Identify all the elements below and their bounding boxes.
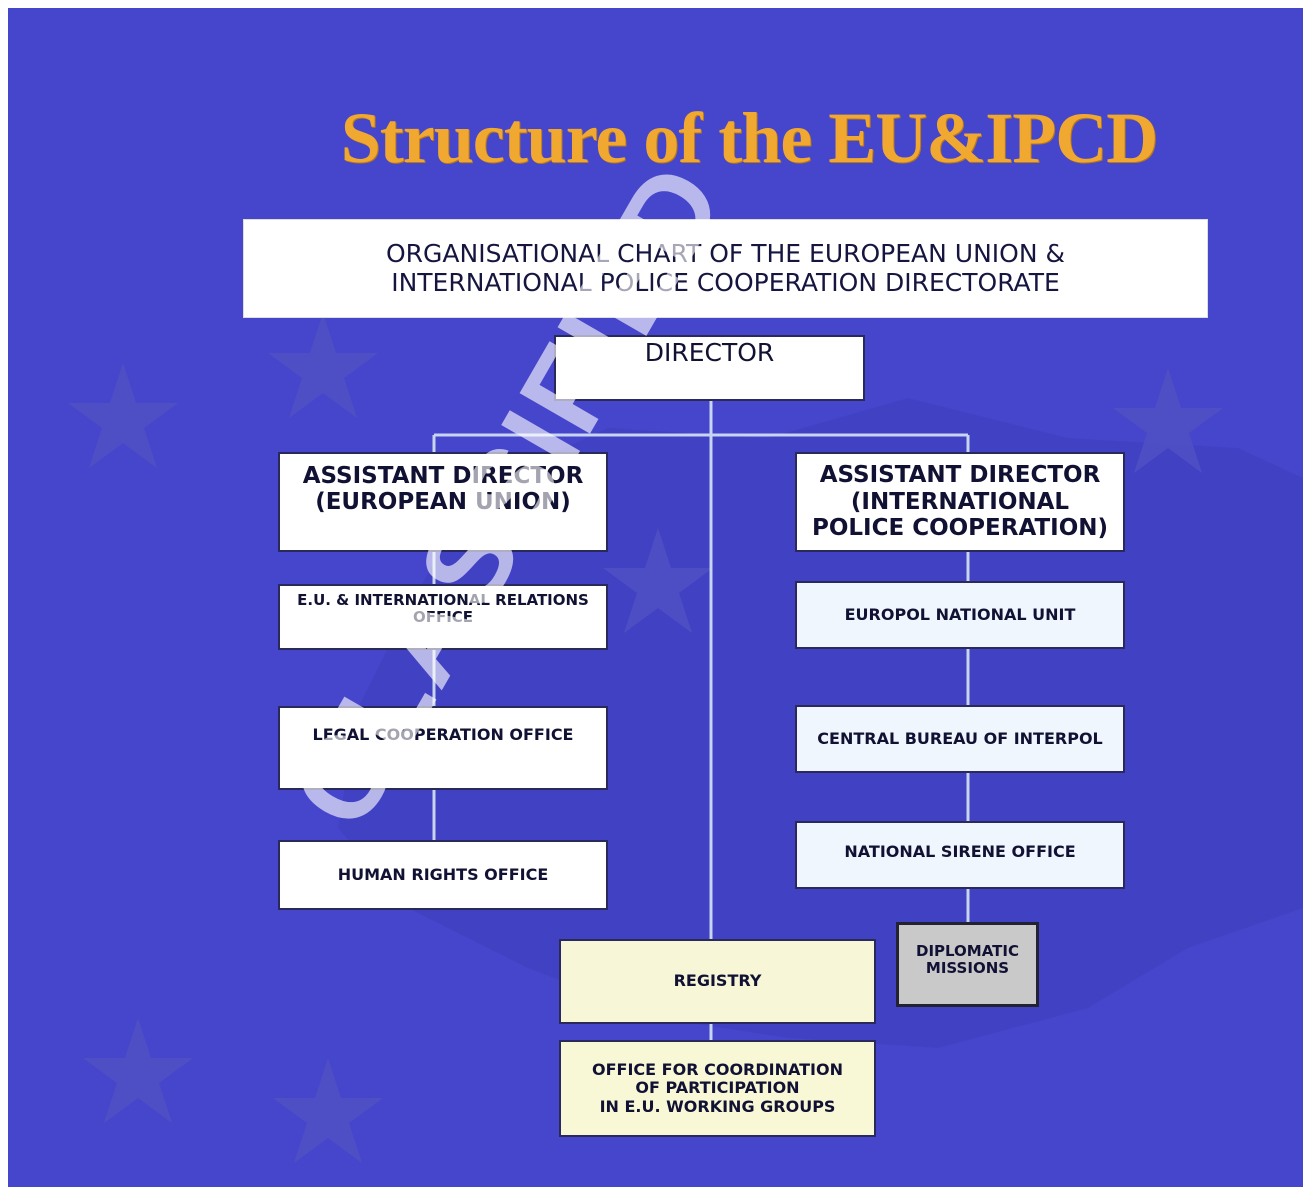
star-icon: [1113, 368, 1223, 473]
star-icon: [268, 313, 378, 418]
coordination-office-box: OFFICE FOR COORDINATION OF PARTICIPATION…: [559, 1040, 876, 1137]
registry-box: REGISTRY: [559, 939, 876, 1024]
europol-national-unit-box: EUROPOL NATIONAL UNIT: [795, 581, 1125, 649]
director-label: DIRECTOR: [644, 338, 775, 367]
coordination-office-label: OFFICE FOR COORDINATION OF PARTICIPATION…: [592, 1059, 843, 1116]
diplomatic-missions-box: DIPLOMATIC MISSIONS: [896, 922, 1039, 1007]
central-bureau-interpol-label: CENTRAL BUREAU OF INTERPOL: [817, 728, 1103, 748]
chart-header-box: ORGANISATIONAL CHART OF THE EUROPEAN UNI…: [243, 219, 1208, 318]
registry-label: REGISTRY: [673, 971, 762, 991]
slide: Structure of the EU&IPCD ORGANISATIONAL …: [8, 8, 1303, 1187]
legal-cooperation-office-box: LEGAL COOPERATION OFFICE: [278, 706, 608, 790]
star-icon: [603, 528, 713, 633]
director-box: DIRECTOR: [554, 335, 865, 401]
national-sirene-office-label: NATIONAL SIRENE OFFICE: [844, 842, 1076, 861]
assistant-director-eu-box: ASSISTANT DIRECTOR (EUROPEAN UNION): [278, 452, 608, 552]
central-bureau-interpol-box: CENTRAL BUREAU OF INTERPOL: [795, 705, 1125, 773]
chart-header-text: ORGANISATIONAL CHART OF THE EUROPEAN UNI…: [386, 238, 1065, 297]
human-rights-office-box: HUMAN RIGHTS OFFICE: [278, 840, 608, 910]
human-rights-office-label: HUMAN RIGHTS OFFICE: [337, 864, 549, 884]
assistant-director-ipc-box: ASSISTANT DIRECTOR (INTERNATIONAL POLICE…: [795, 452, 1125, 552]
europol-national-unit-label: EUROPOL NATIONAL UNIT: [844, 604, 1076, 624]
star-icon: [273, 1058, 383, 1163]
legal-cooperation-office-label: LEGAL COOPERATION OFFICE: [312, 725, 574, 744]
eu-star-icons: [68, 313, 1223, 1163]
eu-relations-office-label: E.U. & INTERNATIONAL RELATIONS OFFICE: [297, 591, 589, 627]
assistant-director-ipc-label: ASSISTANT DIRECTOR (INTERNATIONAL POLICE…: [811, 462, 1109, 542]
diplomatic-missions-label: DIPLOMATIC MISSIONS: [916, 942, 1019, 978]
slide-title: Structure of the EU&IPCD: [340, 98, 1159, 178]
star-icon: [83, 1018, 193, 1123]
eu-relations-office-box: E.U. & INTERNATIONAL RELATIONS OFFICE: [278, 584, 608, 650]
national-sirene-office-box: NATIONAL SIRENE OFFICE: [795, 821, 1125, 889]
assistant-director-eu-label: ASSISTANT DIRECTOR (EUROPEAN UNION): [302, 463, 584, 516]
star-icon: [68, 363, 178, 468]
